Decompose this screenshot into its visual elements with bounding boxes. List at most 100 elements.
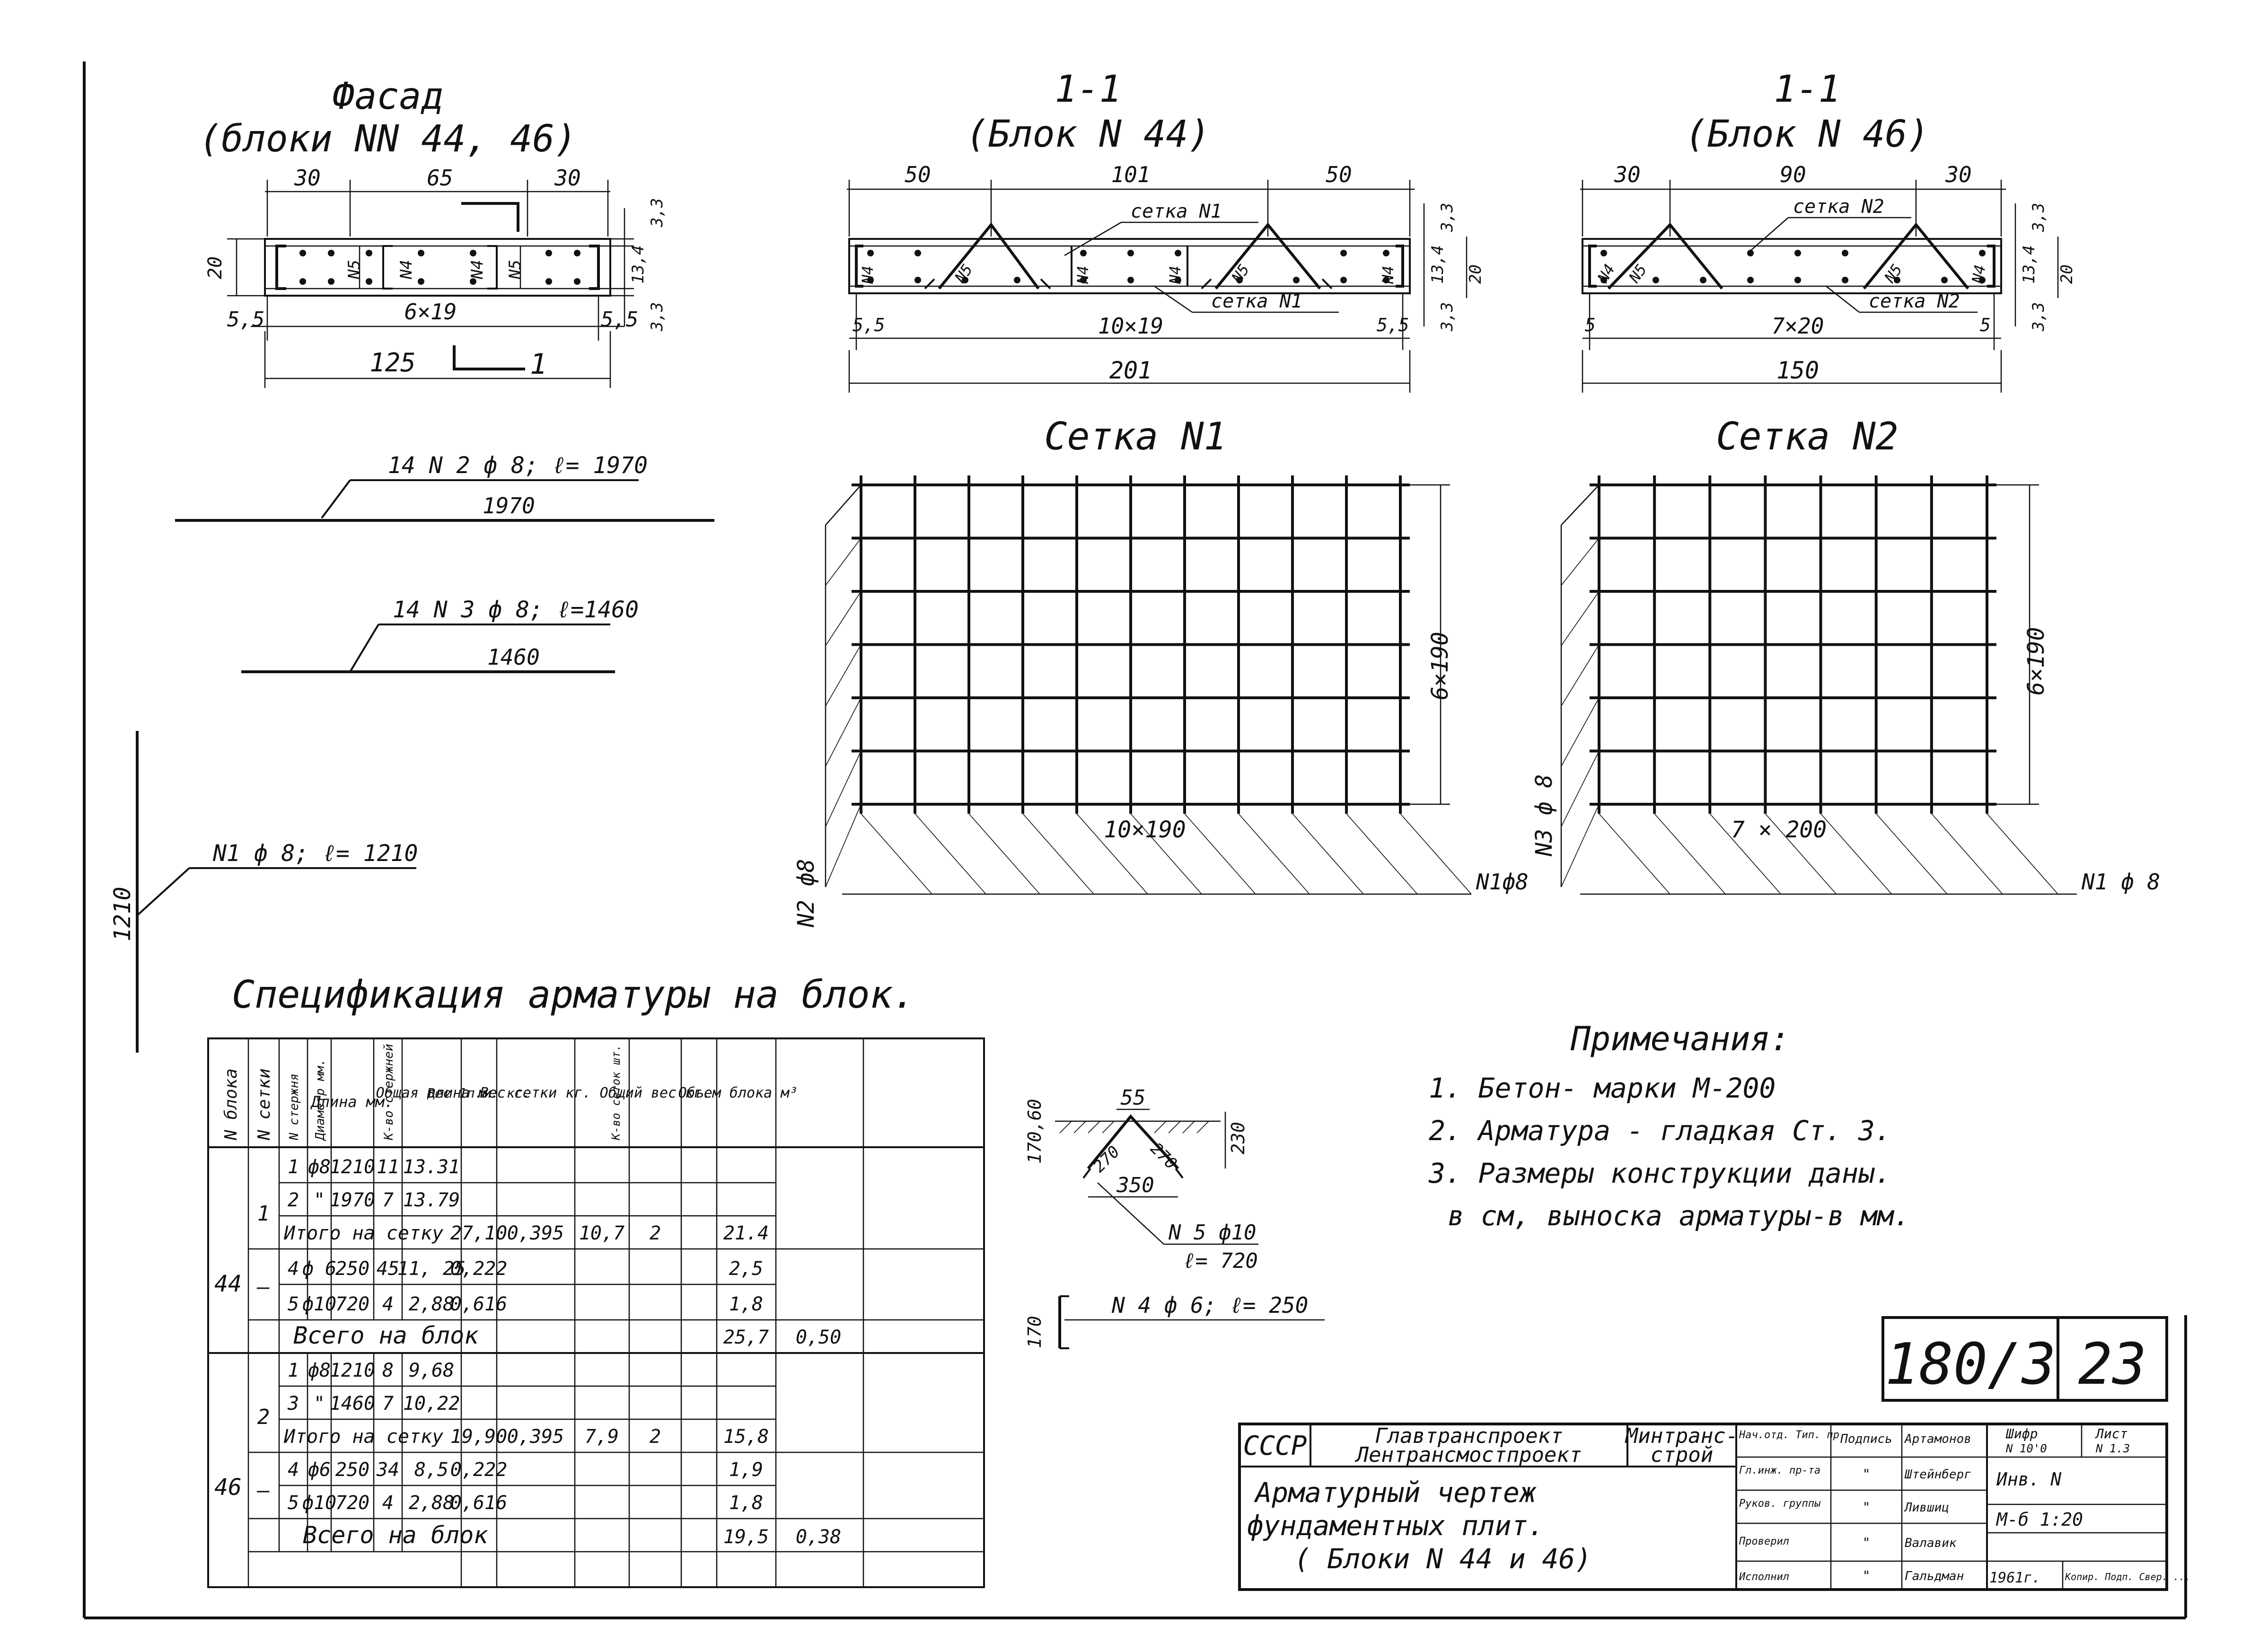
cell: 1 [288,1360,299,1381]
sec44-n4-b: N4 [1074,265,1092,284]
title-block: 180/3 23 СССР Главтранспроект Лентрансмо… [1238,1316,2190,1591]
sec46-total: 150 [1776,357,1819,384]
stamp-sheet: 23 [2078,1332,2147,1397]
cell: 2 [650,1222,661,1244]
cell: Итого на сетку [283,1222,443,1244]
sec46-dim-r1: 3,3 [2029,203,2048,232]
cell: ф10 [302,1293,336,1315]
mesh-hatch [1987,813,2058,895]
mesh-2: Сетка N2 6×190 7 × 200 N3 ф 8 N1 ф 8 [1531,414,2160,895]
facade-view: Фасад (блоки NN 44, 46) 30 65 30 N5 N4 N… [199,75,667,388]
cell: 2,5 [729,1258,763,1280]
cell: ф 6 [302,1258,336,1280]
sec44-n4-d: N4 [1379,265,1397,284]
sec46-dim-r2: 13,4 [2020,245,2039,284]
name-2: Штейнберг [1904,1467,1971,1482]
cell: 0,616 [450,1293,507,1315]
name-3: Лившиц [1904,1501,1949,1515]
sec44-dim-r2: 13,4 [1428,245,1447,284]
spec-h-diameter: Диаметр мм. [313,1059,327,1141]
d5-left: 170,60 [1024,1099,1045,1164]
stamp-inv: Инв. N [1996,1469,2061,1490]
spec-h-w1: Вес 1п.м. кг. [427,1085,530,1101]
facade-n5b: N5 [506,260,525,280]
mesh-perspective-link [1561,484,1600,526]
sec44-edge-right: 5,5 [1377,315,1409,335]
cell: ф8 [308,1360,331,1381]
sec44-dim-1: 50 [905,162,931,187]
mesh-hatch [1765,813,1837,895]
cell: 10,22 [403,1393,460,1415]
mesh-hatch [1599,813,1670,895]
mesh-hatch [1238,813,1310,895]
sec46-mesh-top: сетка N2 [1793,196,1884,218]
facade-n4a: N4 [397,260,416,280]
facade-dim-r1: 3,3 [648,198,667,228]
mesh2-title: Сетка N2 [1716,414,1898,458]
cell: 25,7 [723,1327,769,1348]
cell: 8,5 [414,1459,448,1481]
cell: 2,88 [409,1293,454,1315]
mesh-perspective-link [1561,751,1600,827]
mesh-hatch [1709,813,1781,895]
sign-3: " [1863,1499,1871,1515]
mesh1-bar-left: N2 ф8 [793,859,819,928]
cipher-value: N 10'0 [2005,1442,2047,1455]
d5-right: 230 [1228,1122,1248,1154]
stamp-year: 1961г. [1989,1570,2040,1586]
cell: 7,9 [585,1426,619,1448]
sec46-dim-r4: 3,3 [2029,302,2048,332]
role-4: Проверил [1739,1536,1789,1547]
mesh-hatch [1346,813,1418,895]
cell: 11, 25 [397,1258,466,1280]
stamp-org1: Главтранспроект [1375,1424,1563,1448]
sec44-pitch: 10×19 [1098,313,1163,339]
cell: 2 [288,1189,299,1211]
bar3-label: 14 N 3 ф 8; ℓ=1460 [393,597,639,623]
stamp-title2: фундаментных плит. [1247,1510,1545,1542]
cell: 0,395 [507,1426,564,1448]
stamp-copy: Копир. Подп. Свер. ... [2065,1571,2190,1582]
list-value: N 1.3 [2095,1442,2130,1455]
cell: 4 [288,1258,299,1280]
cell: 21.4 [723,1222,769,1244]
cell: 11 [377,1156,399,1178]
sec44-dim-r1: 3,3 [1438,203,1457,232]
d5-top: 55 [1121,1086,1146,1110]
sign-5: " [1863,1568,1871,1583]
note-4: в см, выноска арматуры-в мм. [1448,1200,1910,1232]
mesh-perspective-link [825,538,861,586]
role-1: Нач.отд. Тип. пр. [1739,1429,1846,1441]
stamp-min2: строй [1651,1443,1713,1467]
sec46-edge-left: 5 [1585,315,1596,335]
mesh2-bar-left: N3 ф 8 [1531,774,1557,857]
cell: " [314,1189,325,1211]
facade-bottom-pitch: 6×19 [404,299,457,325]
spec-46-dash: — [256,1478,270,1502]
facade-dim-r2: 13,4 [629,245,648,284]
mesh-hatch [1400,813,1472,895]
spec-h-block: N блока [221,1068,241,1141]
stamp-title1: Арматурный чертеж [1254,1476,1537,1509]
facade-dim-left: 20 [204,256,226,279]
spec-h-mesh: N сетки [255,1068,274,1141]
sec44-dim-r4: 3,3 [1438,302,1457,332]
facade-edge-left: 5,5 [227,308,264,332]
cell: 13.79 [403,1189,460,1211]
cell: 0,222 [450,1459,507,1481]
sec46-subtitle: (Блок N 46) [1685,113,1930,156]
mesh-hatch [1654,813,1726,895]
stamp-code: 180/3 [1885,1332,2056,1397]
detail-bar-5: 55 170,60 230 270 270 350 N 5 ф10 ℓ= 720 [1024,1086,1258,1273]
mesh-perspective-link [1561,644,1600,706]
facade-total: 125 [369,348,416,378]
facade-title: Фасад [333,75,444,118]
cell: 15,8 [723,1426,769,1448]
cell: 19,90 [450,1426,507,1448]
section-block-44: 1-1 (Блок N 44) 50 101 50 N [847,68,1485,393]
mesh-1: Сетка N1 6×190 10×190 N2 ф8 N1ф8 [793,414,1529,928]
mesh2-h-pitch: 7 × 200 [1731,817,1827,843]
facade-n5a: N5 [345,260,364,280]
mesh-hatch [1876,813,1948,895]
sec44-mesh-bottom: сетка N1 [1211,290,1302,312]
